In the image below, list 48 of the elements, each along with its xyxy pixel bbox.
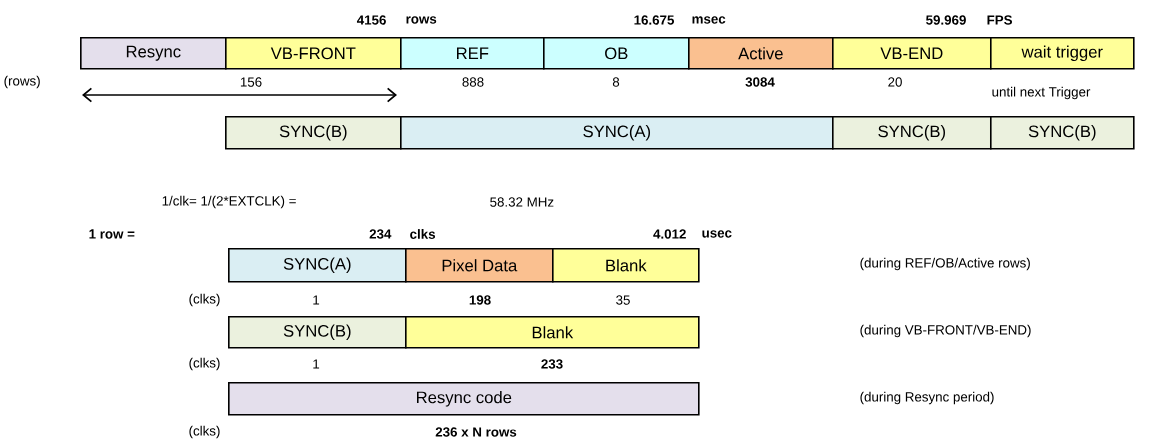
row-count: 888 xyxy=(462,77,484,87)
segment-box: SYNC(B) xyxy=(832,116,992,150)
clock-count: 1 xyxy=(313,359,320,369)
segment-box: REF xyxy=(400,37,545,70)
row-count: 3084 xyxy=(745,77,775,87)
segment-box: VB-END xyxy=(832,37,992,70)
note-text: (during VB-FRONT/VB-END) xyxy=(860,324,1031,338)
unit-label: (clks) xyxy=(189,425,220,439)
unit-label: rows xyxy=(406,16,437,24)
unit-label: (clks) xyxy=(189,357,220,371)
unit-label: usec xyxy=(702,230,732,238)
clock-count: 198 xyxy=(469,295,491,305)
segment-box: Resync code xyxy=(228,382,700,416)
note-text: (during Resync period) xyxy=(860,391,994,405)
formula-text: 1/clk= 1/(2*EXTCLK) = xyxy=(162,195,296,209)
unit-label: FPS xyxy=(987,15,1012,25)
row-label: 1 row = xyxy=(89,229,135,239)
segment-box: VB-FRONT xyxy=(225,37,402,70)
segment-box: Blank xyxy=(552,248,700,283)
unit-label: (clks) xyxy=(189,293,220,307)
row-count: 4156 xyxy=(356,15,386,25)
clock-count: 1 xyxy=(313,295,320,305)
segment-box: SYNC(B) xyxy=(228,316,407,349)
clock-count: 233 xyxy=(541,359,563,369)
row-count: 156 xyxy=(240,77,262,87)
segment-box: SYNC(A) xyxy=(228,248,407,283)
unit-label: (rows) xyxy=(4,75,40,89)
clock-value: 58.32 MHz xyxy=(490,197,554,207)
note-text: (during REF/OB/Active rows) xyxy=(860,257,1030,271)
segment-box: SYNC(B) xyxy=(990,116,1135,150)
unit-label: msec xyxy=(692,16,726,24)
segment-box: SYNC(B) xyxy=(225,116,402,150)
frame-rate: 59.969 xyxy=(926,15,966,25)
segment-box: Pixel Data xyxy=(405,248,554,283)
segment-box: Blank xyxy=(405,316,700,349)
segment-box: SYNC(A) xyxy=(400,116,834,150)
row-count: 8 xyxy=(612,77,620,87)
row-count: 20 xyxy=(888,77,902,87)
segment-box: OB xyxy=(543,37,690,70)
segment-box: Resync xyxy=(80,37,227,70)
note-text: until next Trigger xyxy=(992,86,1091,100)
clock-count: 35 xyxy=(616,295,630,305)
frame-time: 16.675 xyxy=(634,15,675,25)
clock-count: 234 xyxy=(369,229,392,239)
segment-box: Active xyxy=(688,37,834,70)
clock-count: 236 x N rows xyxy=(435,427,517,437)
segment-box: wait trigger xyxy=(990,37,1135,70)
unit-label: clks xyxy=(410,229,435,239)
